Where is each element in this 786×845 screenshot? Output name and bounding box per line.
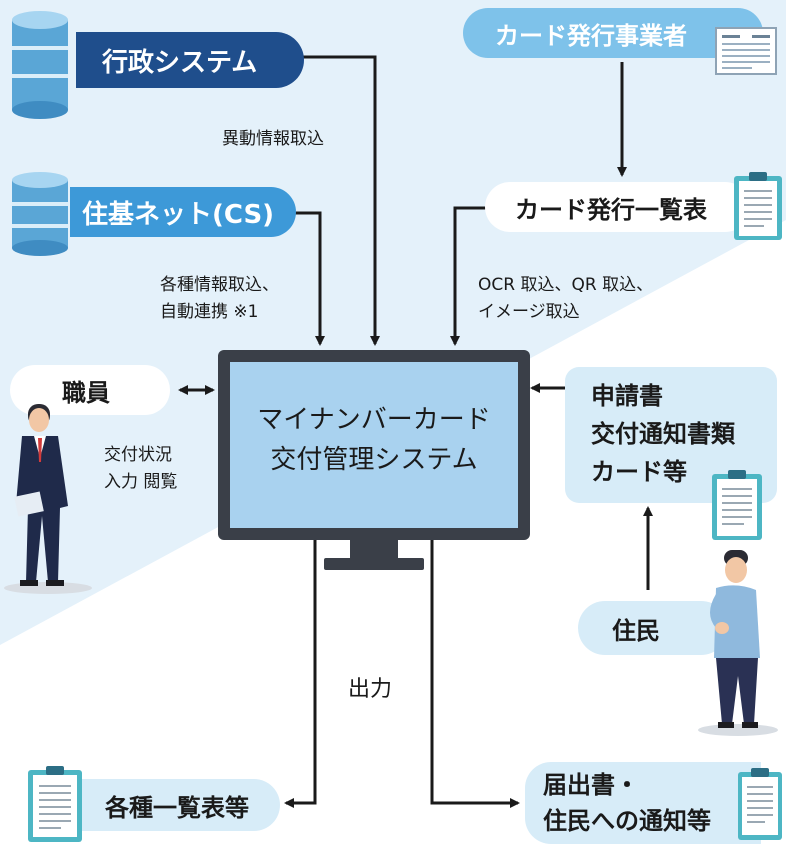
- arrow-gyosei-to-system: [300, 55, 380, 346]
- ocr-label: OCR 取込、QR 取込、 イメージ取込: [478, 272, 653, 326]
- resident-pill: 住民: [578, 601, 728, 655]
- background-diagonal: [0, 0, 786, 645]
- system-title-line1: マイナンバーカード: [257, 405, 491, 435]
- lists-label: 各種一覧表等: [105, 793, 249, 822]
- notice-line2: 住民への通知等: [543, 807, 711, 835]
- database-icon: [12, 172, 68, 256]
- kakushu-line2: 自動連携 ※1: [160, 302, 259, 322]
- ocr-line1: OCR 取込、QR 取込、: [478, 275, 654, 295]
- notice-line1: 届出書・: [543, 771, 639, 799]
- documents-line2: 交付通知書類: [591, 420, 735, 448]
- issue-list-pill: カード発行一覧表: [485, 182, 750, 232]
- documents-line3: カード等: [591, 458, 687, 486]
- clipboard-icon: [738, 768, 782, 840]
- lists-pill: 各種一覧表等: [55, 779, 280, 831]
- gyosei-system-pill: 行政システム: [76, 32, 304, 88]
- output-text: 出力: [348, 677, 393, 702]
- ido-label: 異動情報取込: [222, 126, 324, 153]
- monitor-icon: [218, 350, 530, 570]
- document-icon: [715, 27, 777, 75]
- arrow-jyuki-to-system: [290, 211, 325, 346]
- notice-box: 届出書・ 住民への通知等: [525, 762, 761, 844]
- person-icon: [4, 404, 92, 594]
- system-title: マイナンバーカード 交付管理システム: [236, 400, 512, 480]
- clipboard-icon: [734, 172, 782, 240]
- jyuki-net-label: 住基ネット(CS): [82, 199, 275, 230]
- staff-label: 職員: [62, 378, 110, 407]
- documents-line1: 申請書: [591, 382, 663, 410]
- clipboard-icon: [712, 470, 762, 540]
- output-label: 出力: [348, 676, 392, 703]
- arrow-system-to-lists: [284, 535, 317, 808]
- jyuki-net-pill: 住基ネット(CS): [70, 187, 296, 237]
- status-label: 交付状況 入力 閲覧: [104, 442, 177, 496]
- status-line1: 交付状況: [104, 445, 172, 465]
- kakushu-label: 各種情報取込、 自動連携 ※1: [160, 272, 279, 326]
- system-title-line2: 交付管理システム: [270, 445, 478, 475]
- gyosei-system-label: 行政システム: [102, 47, 258, 78]
- ocr-line2: イメージ取込: [478, 302, 580, 322]
- monitor-screen: [230, 362, 518, 528]
- person-icon: [698, 550, 778, 736]
- card-issuer-pill: カード発行事業者: [463, 8, 763, 58]
- kakushu-line1: 各種情報取込、: [160, 275, 279, 295]
- resident-label: 住民: [612, 616, 660, 645]
- clipboard-icon: [28, 766, 82, 842]
- card-issuer-label: カード発行事業者: [495, 21, 687, 50]
- arrow-system-to-notice: [430, 535, 520, 808]
- ido-text: 異動情報取込: [222, 129, 324, 149]
- status-line2: 入力 閲覧: [104, 472, 178, 492]
- arrow-list-to-system: [450, 206, 490, 346]
- issue-list-label: カード発行一覧表: [515, 195, 707, 224]
- database-icon: [12, 11, 68, 119]
